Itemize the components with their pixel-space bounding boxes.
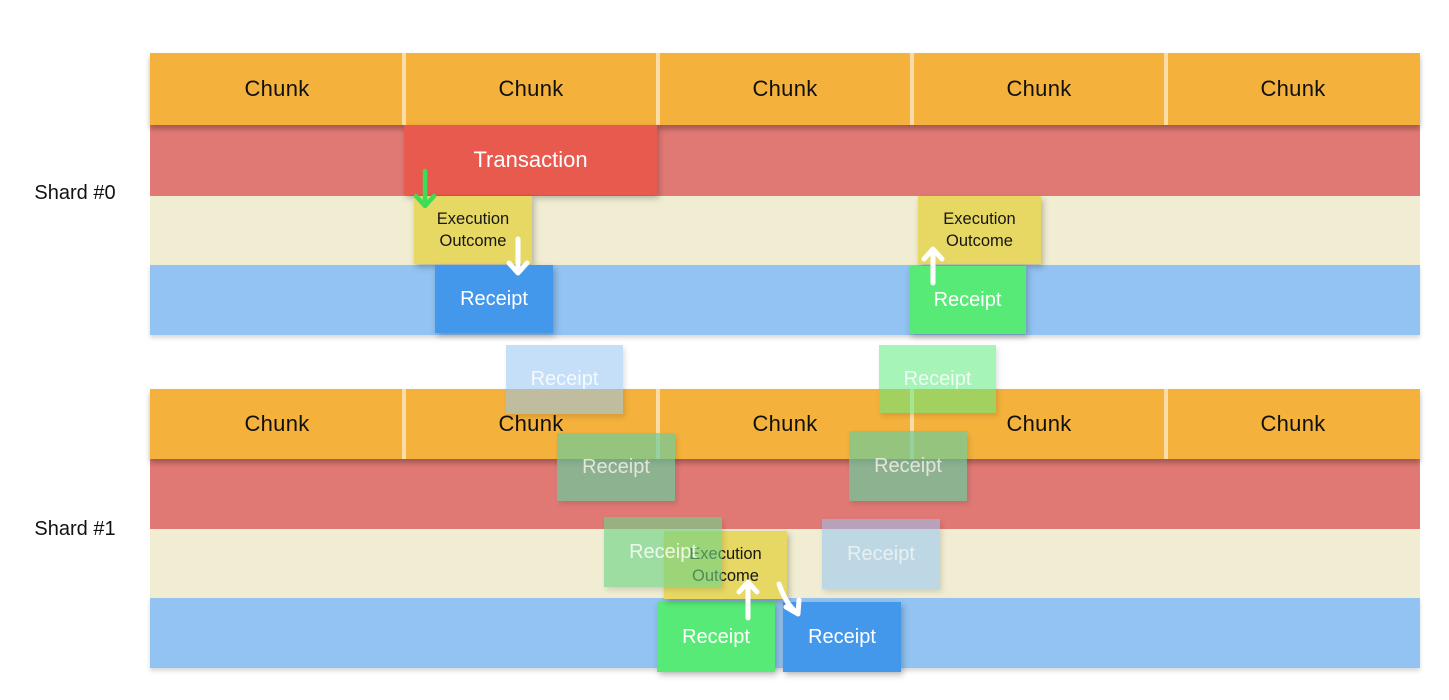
shard0-chunk-row: Chunk Chunk Chunk Chunk Chunk [150,53,1420,125]
receipt-ghost-green: Receipt [879,345,996,413]
shard0-outcome-row [150,196,1420,265]
shard1-label: Shard #1 [34,518,116,540]
chunk-separator [1164,389,1168,459]
chunk-cell: Chunk [1006,411,1072,436]
chunk-separator [656,389,660,459]
receipt-box-blue: Receipt [783,602,901,672]
chunk-separator [402,389,406,459]
chunk-cell: Chunk [752,411,818,436]
chunk-separator [656,53,660,125]
chunk-cell: Chunk [1260,411,1326,436]
chunk-separator [910,389,914,459]
receipt-box-green: Receipt [909,266,1026,334]
chunk-cell: Chunk [1006,76,1072,101]
receipt-ghost-blue: Receipt [506,345,623,414]
shard0-chunk-cells: Chunk Chunk Chunk Chunk Chunk [150,53,1420,125]
chunk-separator [1164,53,1168,125]
receipt-box-green: Receipt [657,602,775,672]
chunk-cell: Chunk [244,76,310,101]
chunk-separator [402,53,406,125]
shard1-chunk-cells: Chunk Chunk Chunk Chunk Chunk [150,389,1420,459]
chunk-separator [910,53,914,125]
receipt-box-blue: Receipt [435,265,553,333]
chunk-cell: Chunk [244,411,310,436]
receipt-ghost-green: Receipt [604,517,722,587]
chunk-cell: Chunk [752,76,818,101]
transaction-box: Transaction [404,125,657,195]
shard0-transaction-row [150,125,1420,196]
receipt-ghost-green: Receipt [849,431,967,501]
receipt-ghost-blue: Receipt [822,519,940,589]
shard1-chunk-row: Chunk Chunk Chunk Chunk Chunk [150,389,1420,459]
chunk-cell: Chunk [498,76,564,101]
chunk-cell: Chunk [1260,76,1326,101]
execution-outcome-box: Execution Outcome [414,196,532,264]
shard0-label: Shard #0 [34,182,116,204]
receipt-ghost-green: Receipt [557,433,675,501]
execution-outcome-box: Execution Outcome [918,196,1041,264]
chunk-cell: Chunk [498,411,564,436]
shard1-transaction-row [150,459,1420,529]
shard0-receipt-row [150,265,1420,335]
